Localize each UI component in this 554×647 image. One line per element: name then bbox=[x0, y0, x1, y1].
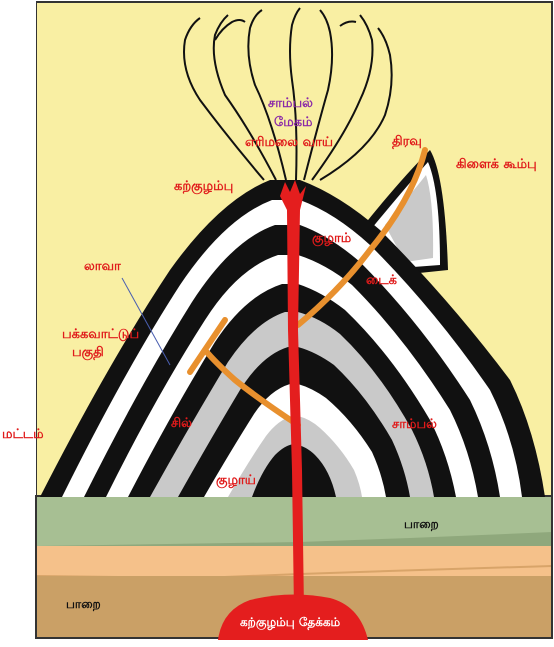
left-border bbox=[0, 0, 36, 643]
label-rock-upper: பாறை bbox=[404, 518, 439, 530]
label-magma: கற்குழம்பு bbox=[174, 180, 233, 193]
label-conduit-bottom: குழாய் bbox=[216, 474, 256, 487]
label-layer: மட்டம் bbox=[2, 428, 44, 441]
label-sill: சில் bbox=[171, 417, 192, 430]
label-flank-2: பகுதி bbox=[72, 346, 104, 359]
label-vent: எரிமலை வாய் bbox=[245, 136, 333, 149]
label-branch-cone: கிளைக் கூம்பு bbox=[456, 158, 537, 171]
label-dike: டைக் bbox=[366, 274, 397, 287]
label-flank-1: பக்கவாட்டுப் bbox=[62, 328, 139, 341]
label-ash-cloud-1: சாம்பல் bbox=[268, 97, 313, 110]
label-conduit: குழாம் bbox=[312, 232, 351, 245]
label-rock-lower: பாறை bbox=[66, 598, 101, 610]
label-lava: லாவா bbox=[84, 260, 121, 273]
label-fluid: திரவு bbox=[392, 135, 422, 148]
label-magma-chamber: கற்குழம்பு தேக்கம் bbox=[240, 616, 340, 628]
label-ash-cloud-2: மேகம் bbox=[274, 116, 312, 129]
label-ash: சாம்பல் bbox=[392, 418, 437, 431]
